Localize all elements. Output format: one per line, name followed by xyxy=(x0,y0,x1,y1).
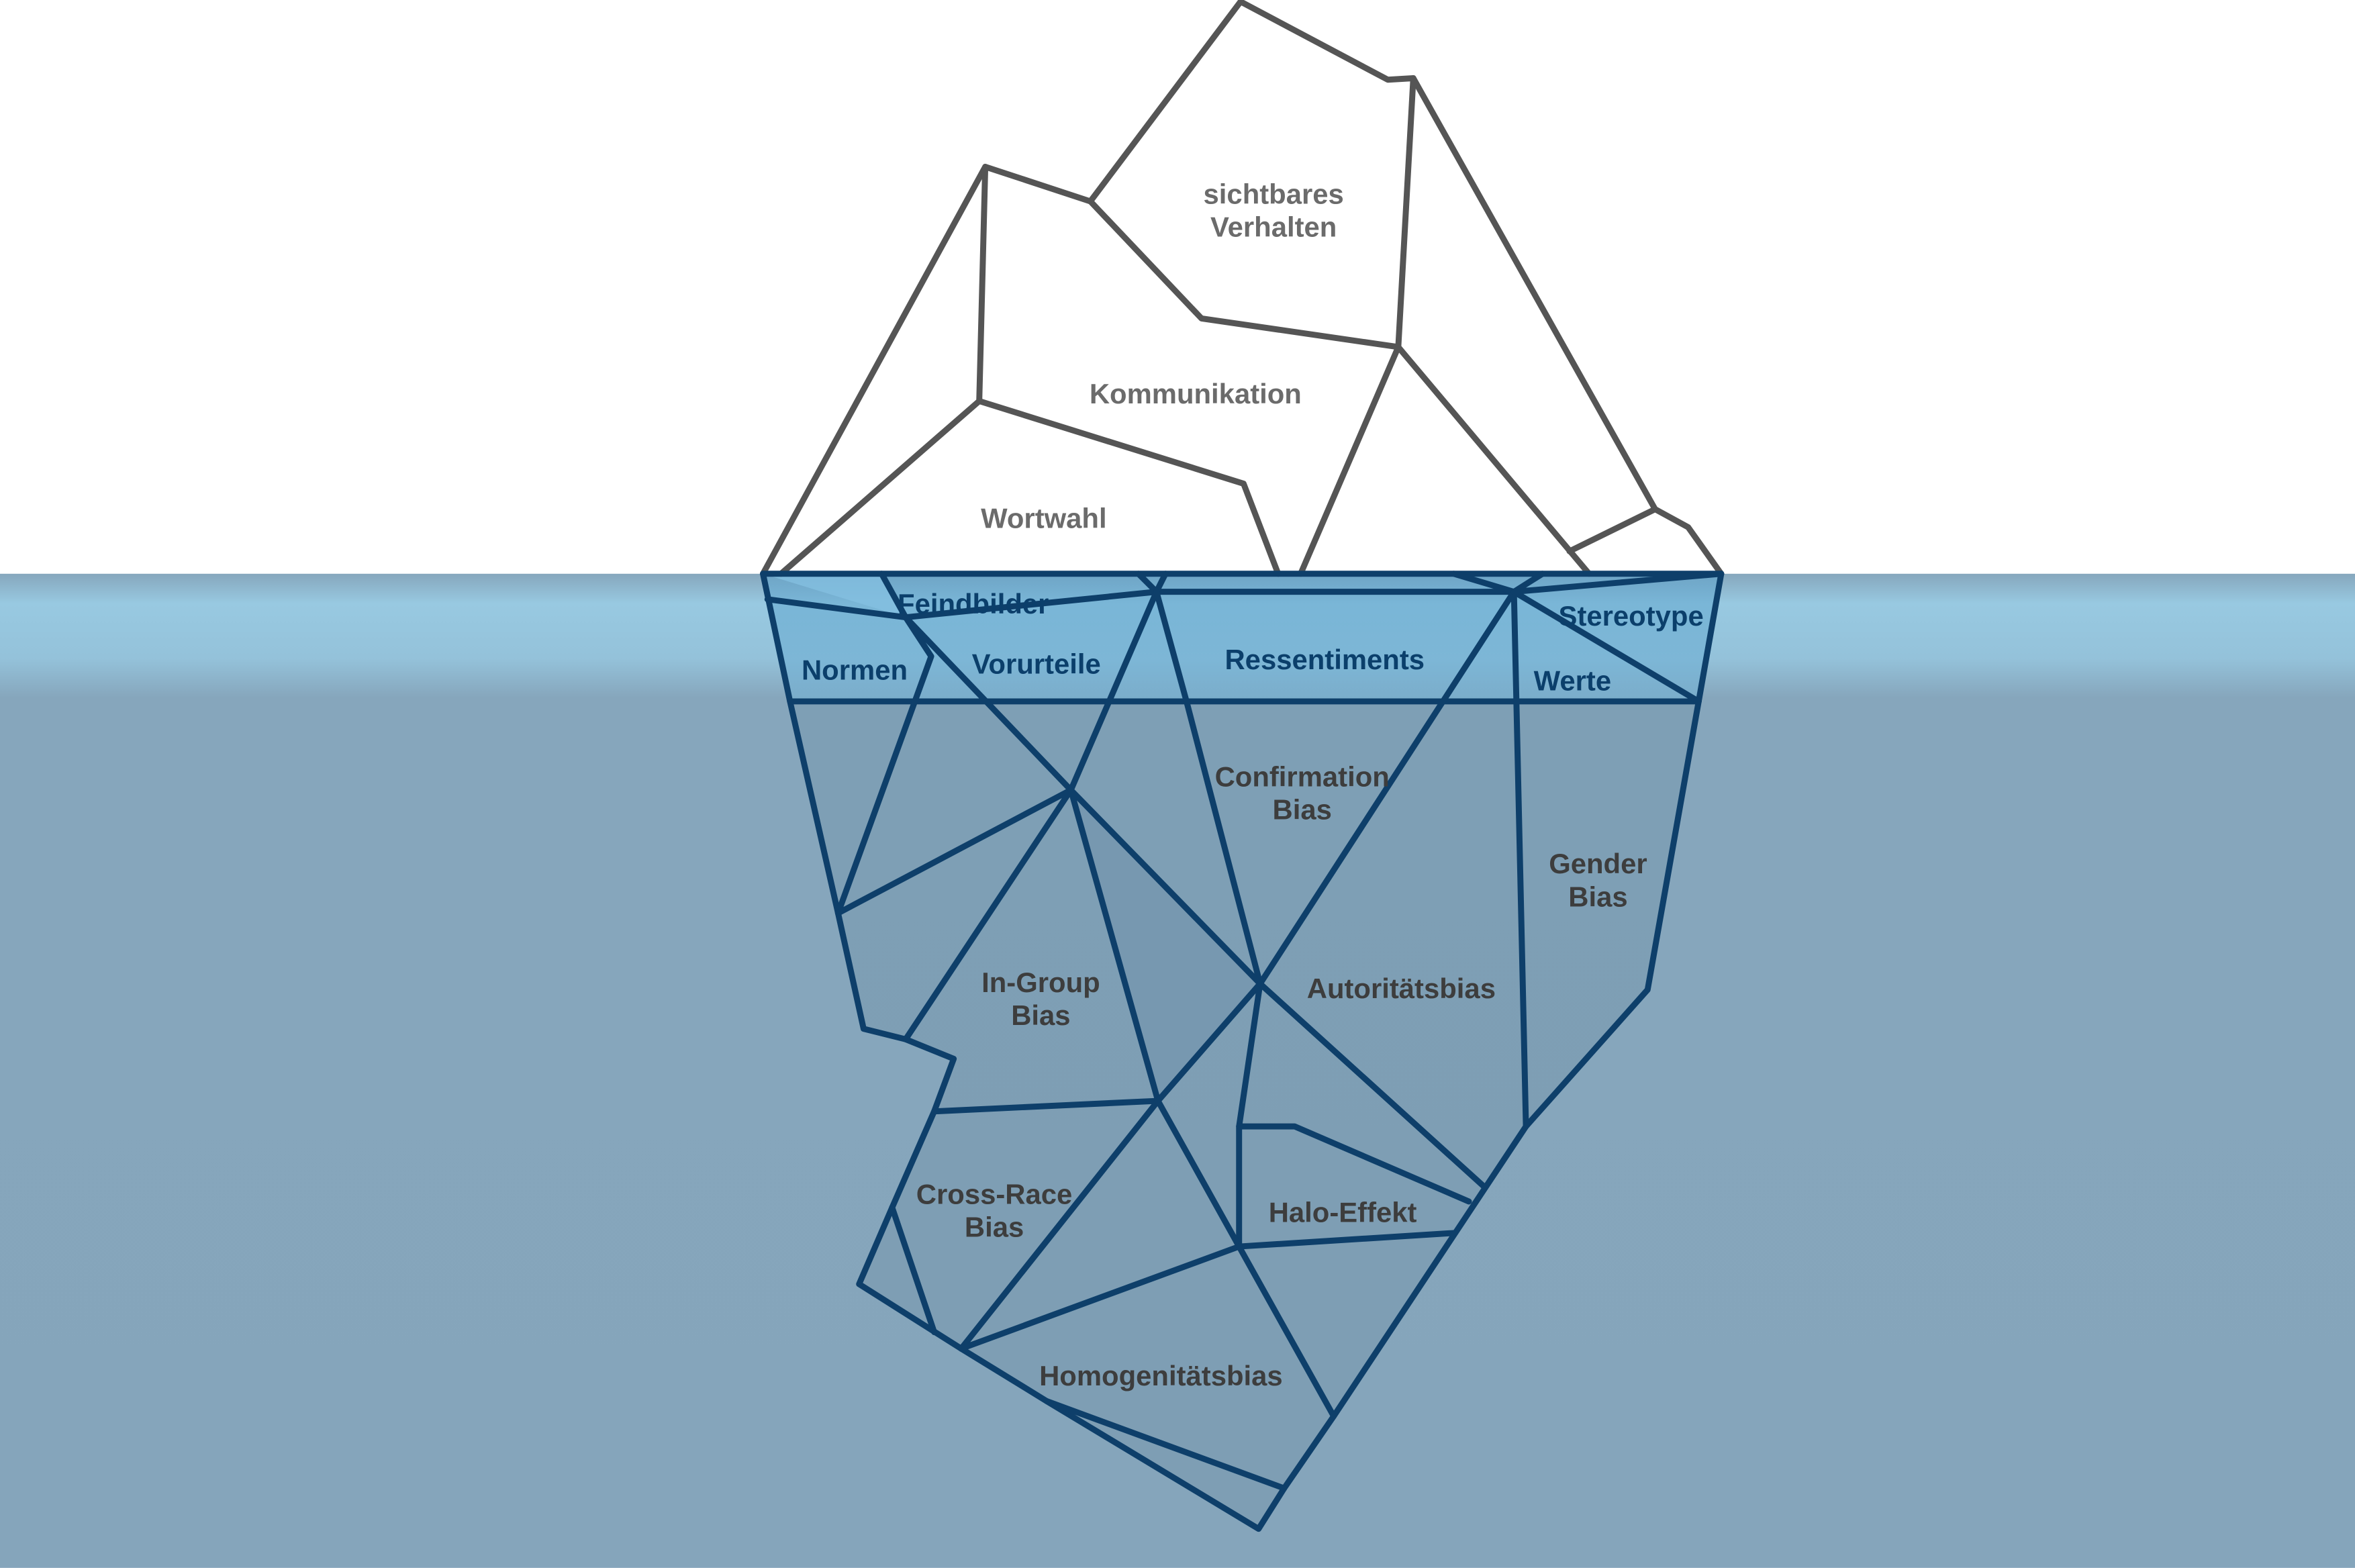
label-werte: Werte xyxy=(1534,665,1611,696)
label-line: Kommunikation xyxy=(1090,378,1302,409)
label-line: Vorurteile xyxy=(972,648,1101,680)
label-line: Bias xyxy=(1011,999,1070,1031)
label-feindbilder: Feindbilder xyxy=(898,588,1049,620)
label-line: Homogenitätsbias xyxy=(1039,1360,1283,1391)
label-ressentiments: Ressentiments xyxy=(1224,644,1425,675)
label-line: sichtbares xyxy=(1204,178,1344,209)
label-line: Bias xyxy=(1273,794,1332,826)
label-homogenitaetsbias: Homogenitätsbias xyxy=(1039,1360,1283,1391)
label-line: In-Group xyxy=(981,967,1100,998)
label-stereotype: Stereotype xyxy=(1559,600,1704,632)
label-wortwahl: Wortwahl xyxy=(981,503,1106,534)
above-water-edges xyxy=(760,0,1725,577)
label-line: Werte xyxy=(1534,665,1611,696)
label-line: Autoritätsbias xyxy=(1307,973,1496,1004)
label-normen: Normen xyxy=(802,654,908,686)
label-line: Confirmation xyxy=(1215,761,1390,792)
label-halo-effekt: Halo-Effekt xyxy=(1269,1196,1417,1228)
iceberg-deep-body xyxy=(789,701,1699,1529)
label-line: Stereotype xyxy=(1559,600,1704,632)
label-line: Gender xyxy=(1549,848,1647,879)
below-water-edges xyxy=(760,571,1725,1532)
label-line: Ressentiments xyxy=(1224,644,1425,675)
label-vorurteile: Vorurteile xyxy=(972,648,1101,680)
label-autoritaetsbias: Autoritätsbias xyxy=(1307,973,1496,1004)
label-line: Bias xyxy=(1568,881,1627,912)
label-line: Normen xyxy=(802,654,908,686)
iceberg-shaded-facet xyxy=(1071,789,1261,1101)
label-line: Feindbilder xyxy=(898,588,1049,620)
label-line: Halo-Effekt xyxy=(1269,1196,1417,1228)
label-line: Verhalten xyxy=(1210,211,1337,243)
iceberg-light-facet xyxy=(763,573,906,618)
label-line: Wortwahl xyxy=(981,503,1106,534)
label-kommunikation: Kommunikation xyxy=(1090,378,1302,409)
label-line: Cross-Race xyxy=(916,1178,1073,1210)
label-line: Bias xyxy=(965,1212,1024,1243)
